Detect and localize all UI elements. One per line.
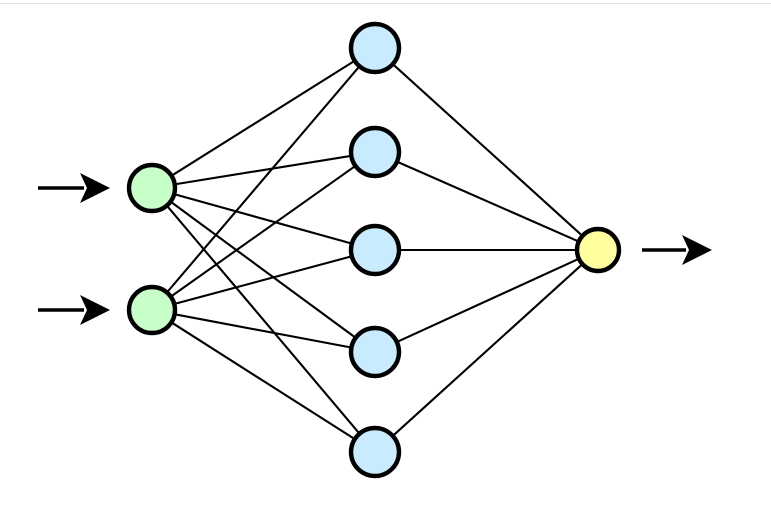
edge-i2-h3 (172, 254, 354, 306)
output-arrow-1-head (682, 235, 712, 265)
hidden-node-2[interactable] (348, 125, 402, 179)
edges-group (165, 59, 585, 441)
edge-i2-h5 (169, 320, 357, 441)
input-arrow-2-head (80, 295, 110, 325)
input-arrow-2 (38, 295, 110, 325)
input-node-2[interactable] (126, 284, 178, 336)
output-node-1[interactable] (574, 226, 622, 274)
top-divider-rule (0, 3, 771, 4)
edge-h2-o1 (395, 160, 581, 243)
edge-i2-h4 (172, 313, 354, 349)
hidden-node-1[interactable] (348, 21, 402, 75)
input-node-1[interactable] (126, 162, 178, 214)
input-arrow-1 (38, 173, 110, 203)
input-arrow-1-head (80, 173, 110, 203)
edge-i1-h2 (172, 154, 354, 186)
edge-i1-h5 (165, 203, 362, 436)
output-arrow-1 (642, 235, 712, 265)
edge-i2-h1 (165, 64, 362, 295)
edge-h1-o1 (390, 62, 585, 238)
edge-h5-o1 (390, 262, 585, 438)
hidden-node-4[interactable] (348, 325, 402, 379)
hidden-node-5[interactable] (348, 425, 402, 479)
edge-h4-o1 (394, 257, 581, 344)
io-arrows-group (38, 173, 712, 325)
nodes-group (126, 21, 622, 479)
edge-i1-h4 (168, 199, 358, 340)
edge-i2-h2 (168, 164, 358, 299)
hidden-node-3[interactable] (348, 223, 402, 277)
edge-i1-h3 (172, 192, 354, 245)
edge-i1-h1 (169, 59, 357, 178)
